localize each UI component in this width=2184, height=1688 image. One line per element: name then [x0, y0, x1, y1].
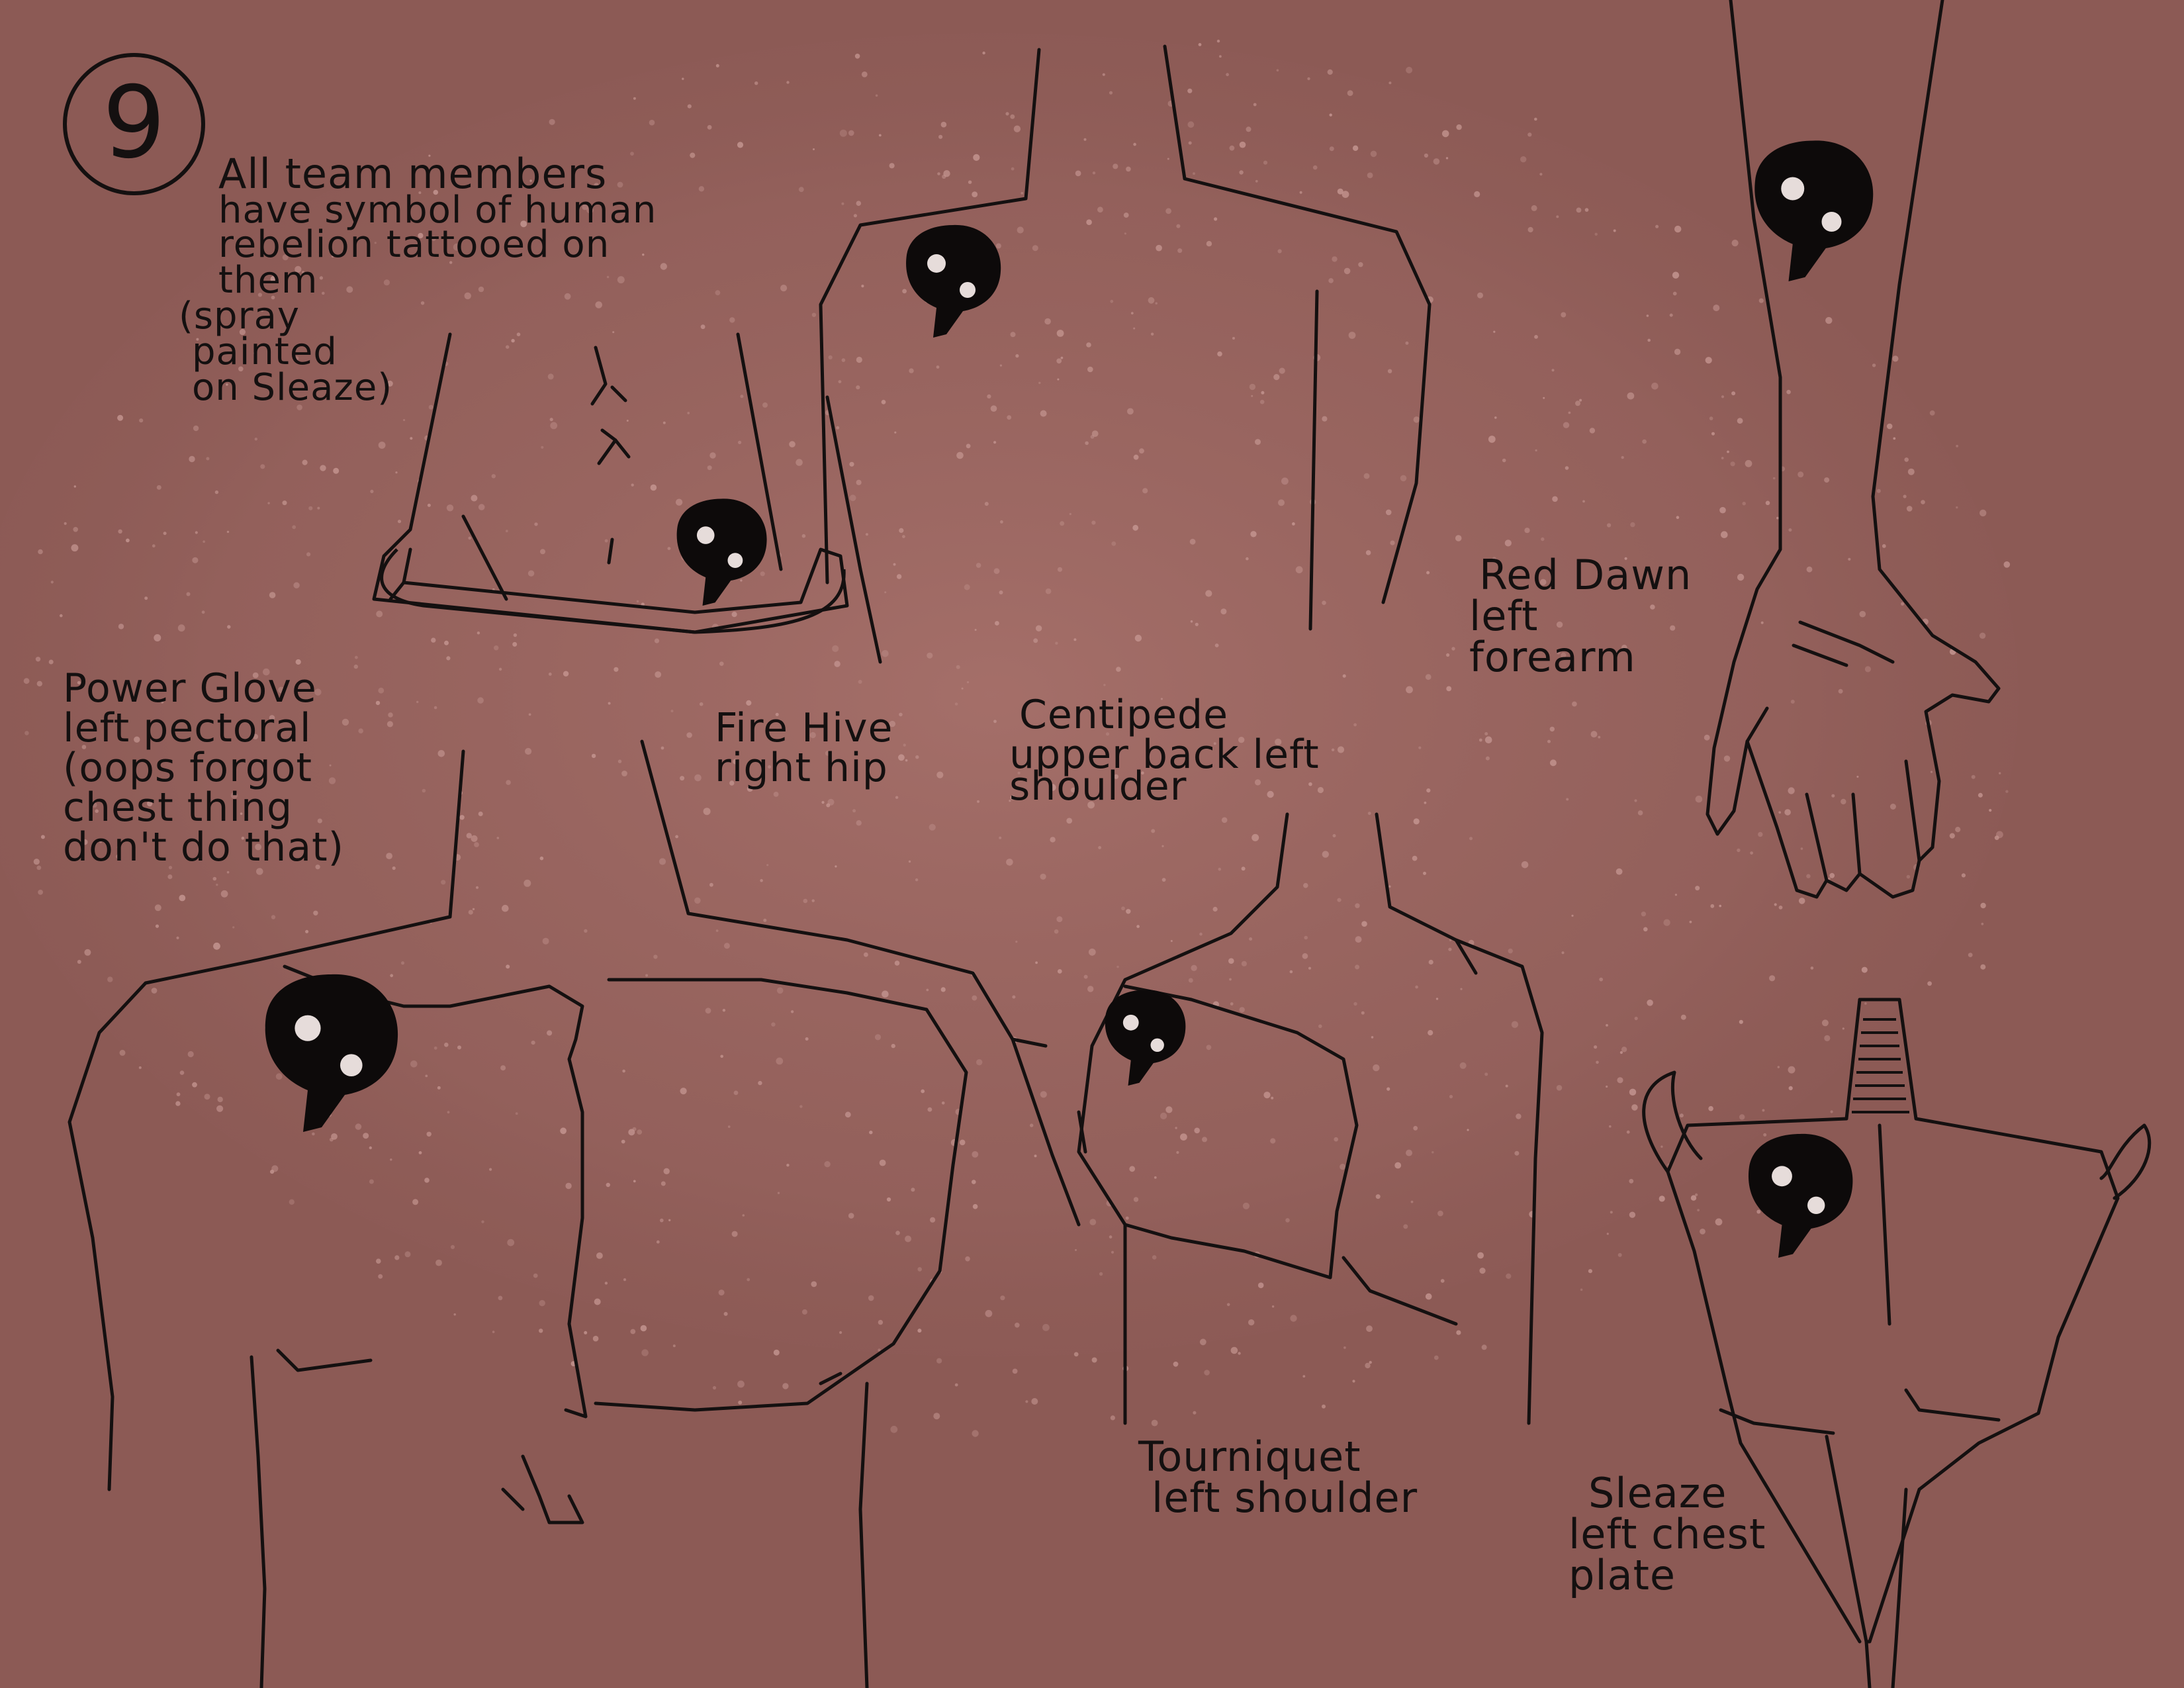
label-line: left shoulder [1152, 1474, 1418, 1522]
red-dawn-forearm-figure [1706, 0, 2001, 899]
intro-line: rebelion tattooed on [218, 223, 610, 266]
label-line: chest thing [63, 784, 293, 831]
intro-line: painted [192, 330, 338, 373]
label-line: Red Dawn [1479, 551, 1692, 599]
label-line: forearm [1469, 633, 1636, 681]
label-tourniquet: Tourniquet left shoulder [1138, 1436, 1418, 1519]
label-line: plate [1569, 1551, 1676, 1599]
label-line: left pectoral [63, 705, 312, 751]
label-line: Sleaze [1588, 1469, 1727, 1517]
label-line: Tourniquet [1138, 1432, 1361, 1481]
label-line: don't do that) [63, 824, 345, 870]
intro-note: All team members have symbol of human re… [179, 150, 657, 406]
label-centipede: Centipede upper back left shoulder [1009, 695, 1320, 806]
speckle-texture [23, 39, 2011, 1437]
waistband [380, 548, 846, 634]
label-power-glove: Power Glove left pectoral (oops forgot c… [63, 669, 344, 867]
intro-line: All team members [218, 150, 608, 198]
label-fire-hive: Fire Hive right hip [715, 708, 893, 788]
label-line: (oops forgot [63, 745, 313, 791]
label-line: Centipede [1019, 692, 1229, 738]
page-number: 9 [63, 53, 205, 195]
label-sleaze: Sleaze left chest plate [1569, 1473, 1766, 1596]
label-line: shoulder [1009, 763, 1187, 810]
intro-line: have symbol of human [218, 189, 657, 232]
intro-line: (spray [179, 295, 300, 338]
label-line: Fire Hive [715, 705, 893, 751]
label-line: Power Glove [63, 665, 317, 712]
label-line: left chest [1569, 1510, 1766, 1558]
label-line: left [1469, 592, 1539, 640]
label-line: right hip [715, 745, 888, 791]
intro-line: them [218, 259, 318, 302]
sleaze-chest-plate-figure [1642, 998, 2152, 1688]
neck-ribbing [1852, 1018, 1909, 1113]
label-red-dawn: Red Dawn left forearm [1469, 555, 1692, 678]
centipede-back-figure [819, 44, 1432, 664]
intro-line: on Sleaze) [192, 366, 393, 409]
power-glove-chest-figure [68, 739, 1081, 1688]
label-line: upper back left [1009, 731, 1320, 778]
